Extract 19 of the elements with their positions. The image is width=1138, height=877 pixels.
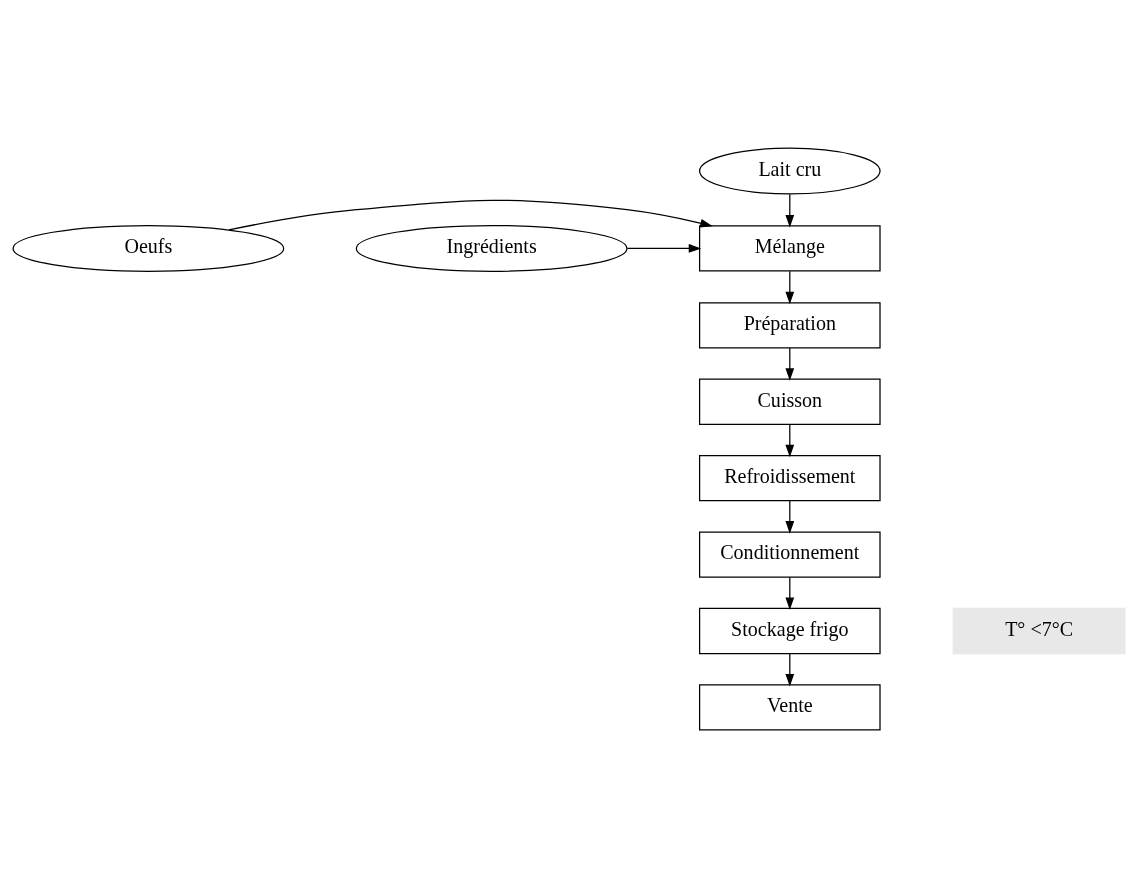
arrow [785,193,795,227]
arrow [785,576,795,610]
node-ellipse: Ingrédients [355,224,628,272]
arrow [228,199,713,230]
arrow [785,346,795,381]
node-box: Refroidissement [698,454,881,501]
node-ellipse: Lait cru [698,147,881,195]
node-box: Conditionnement [698,530,881,578]
arrow [785,270,795,304]
arrow [785,499,795,534]
arrow [785,652,795,686]
node-box: Cuisson [698,378,881,425]
arrow [785,423,795,457]
node-box: Préparation [698,301,881,348]
node-box: Stockage frigo [698,607,881,654]
node-ellipse: Oeufs [12,224,285,272]
node-box: Mélange [698,224,881,272]
node-box: Vente [698,683,881,731]
arrow [626,243,702,253]
